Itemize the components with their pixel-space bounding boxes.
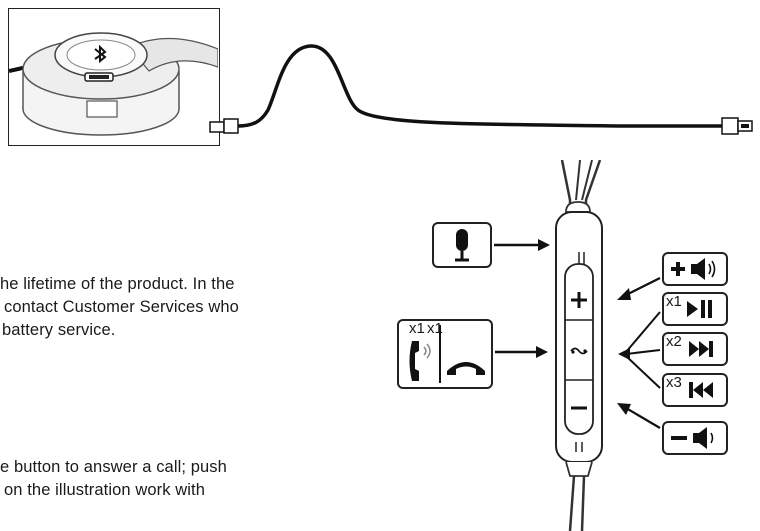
arrow-to-microphone <box>494 238 552 252</box>
play-pause-box <box>662 292 728 326</box>
headset-illustration <box>8 8 220 146</box>
next-track-press-count: x2 <box>666 333 682 350</box>
play-pause-icon <box>687 300 712 318</box>
inline-remote-illustration <box>540 160 630 531</box>
battery-text-line-1: he lifetime of the product. In the <box>0 275 235 293</box>
speaker-quiet-icon <box>693 427 714 449</box>
right-arrows <box>600 270 664 440</box>
previous-track-box <box>662 373 728 407</box>
next-track-box <box>662 332 728 366</box>
speaker-loud-icon <box>691 258 716 280</box>
next-track-icon <box>689 341 713 357</box>
phone-end-icon <box>447 362 485 375</box>
play-pause-press-count: x1 <box>666 293 682 310</box>
usb-cable-illustration <box>200 40 760 150</box>
microphone-icon <box>455 229 469 262</box>
previous-track-icon <box>689 382 713 398</box>
volume-down-box <box>662 421 728 455</box>
microphone-box <box>432 222 492 268</box>
battery-text-line-2: contact Customer Services who <box>4 298 239 316</box>
controls-text-line-1: e button to answer a call; push <box>0 458 227 476</box>
call-answer-end-box <box>397 319 493 389</box>
plus-icon <box>671 262 685 276</box>
volume-up-box <box>662 252 728 286</box>
controls-text-line-2: on the illustration work with <box>4 481 205 499</box>
previous-track-press-count: x3 <box>666 374 682 391</box>
call-press-count-2: x1 <box>427 320 443 337</box>
battery-text-line-3: battery service. <box>2 321 116 339</box>
call-press-count-1: x1 <box>409 320 425 337</box>
arrow-to-multifunction-button <box>495 345 550 359</box>
phone-answer-icon <box>409 341 431 381</box>
